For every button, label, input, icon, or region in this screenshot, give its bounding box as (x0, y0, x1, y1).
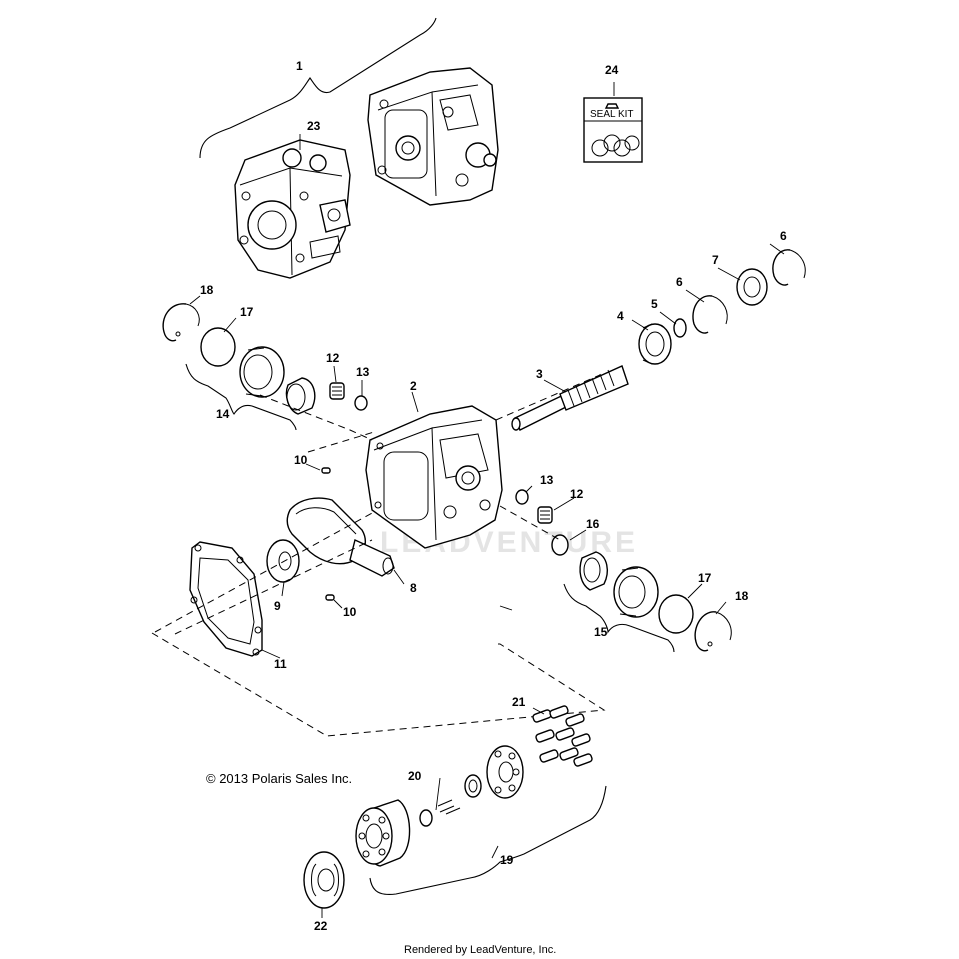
retaining-ring-18-left[interactable] (162, 303, 200, 342)
pistons-21[interactable] (532, 705, 593, 767)
bushing-16[interactable] (551, 534, 569, 556)
callout-22: 22 (314, 919, 328, 933)
callout-labels: 1 2 3 4 5 6 6 7 8 9 10 10 11 12 12 13 13… (200, 59, 787, 933)
dashed-line-shaft (495, 374, 601, 421)
callout-20: 20 (408, 769, 422, 783)
callout-2: 2 (410, 379, 417, 393)
bearing-7[interactable] (736, 268, 768, 306)
thrust-washer-9[interactable] (266, 539, 300, 583)
callout-15: 15 (594, 625, 608, 639)
retaining-ring-6-outer[interactable] (772, 249, 806, 286)
callout-10-upper: 10 (294, 453, 308, 467)
seal-kit-24[interactable]: SEAL KIT (583, 97, 643, 163)
callout-5: 5 (651, 297, 658, 311)
callout-17-left: 17 (240, 305, 254, 319)
main-housing-2[interactable] (365, 405, 503, 549)
callout-3: 3 (536, 367, 543, 381)
washer-19[interactable] (464, 774, 482, 798)
dowel-pin-10-lower[interactable] (325, 594, 335, 601)
pump-housing-23[interactable] (234, 139, 351, 279)
ring-19-small[interactable] (419, 809, 433, 827)
retaining-ring-6-inner[interactable] (692, 295, 728, 334)
snap-ring-5[interactable] (673, 318, 687, 338)
brace-14 (185, 363, 297, 431)
dashed-line-top (259, 394, 373, 441)
callout-10-lower: 10 (343, 605, 357, 619)
callout-11: 11 (274, 657, 287, 671)
copyright-text: © 2013 Polaris Sales Inc. (206, 771, 352, 786)
brace-19 (369, 785, 607, 896)
o-ring-13-right[interactable] (515, 489, 529, 505)
bushing-15a[interactable] (579, 551, 608, 591)
callout-12-left: 12 (326, 351, 340, 365)
callout-4: 4 (617, 309, 624, 323)
pins-20[interactable] (437, 799, 461, 815)
charge-plug-12-left[interactable] (329, 382, 345, 400)
callout-21: 21 (512, 695, 526, 709)
bushing-14b[interactable] (285, 377, 316, 415)
callout-14: 14 (216, 407, 230, 421)
callout-24: 24 (605, 63, 619, 77)
dashed-line-box (151, 632, 606, 737)
swashplate-8[interactable] (286, 497, 395, 577)
bearing-15b[interactable] (613, 566, 659, 618)
input-shaft-3[interactable] (511, 365, 629, 431)
dashed-line-lower (174, 539, 373, 635)
o-ring-17-left[interactable] (200, 327, 236, 367)
gasket-11[interactable] (189, 541, 263, 657)
dashed-line-left (154, 511, 375, 633)
callout-6-inner: 6 (676, 275, 683, 289)
o-ring-17-right[interactable] (658, 594, 694, 634)
callout-7: 7 (712, 253, 719, 267)
callout-6-outer: 6 (780, 229, 787, 243)
callout-16: 16 (586, 517, 600, 531)
callout-8: 8 (410, 581, 417, 595)
callout-13-right: 13 (540, 473, 554, 487)
seal-kit-label: SEAL KIT (590, 109, 634, 120)
callout-18-right: 18 (735, 589, 749, 603)
callout-17-right: 17 (698, 571, 712, 585)
callout-13-left: 13 (356, 365, 370, 379)
dowel-pin-10-upper[interactable] (321, 467, 331, 474)
leader-lines (189, 82, 785, 918)
bearing-14a[interactable] (239, 346, 285, 398)
retainer-plate-19[interactable] (486, 745, 524, 799)
o-ring-13-left[interactable] (354, 395, 368, 411)
callout-12-right: 12 (570, 487, 584, 501)
footer-text: Rendered by LeadVenture, Inc. (404, 944, 556, 956)
valve-plate-22[interactable] (303, 851, 345, 909)
transmission-housing-1[interactable] (367, 67, 499, 206)
brace-15 (563, 583, 675, 653)
brace-1 (199, 17, 437, 159)
dashed-line-mid (307, 431, 375, 453)
callout-18-left: 18 (200, 283, 214, 297)
callout-1: 1 (296, 59, 303, 73)
retaining-ring-18-right[interactable] (694, 611, 732, 652)
charge-plug-12-right[interactable] (537, 506, 553, 524)
bearing-4[interactable] (638, 323, 672, 365)
callout-19: 19 (500, 853, 514, 867)
callout-9: 9 (274, 599, 281, 613)
callout-23: 23 (307, 119, 321, 133)
cylinder-block-19[interactable] (355, 799, 411, 867)
